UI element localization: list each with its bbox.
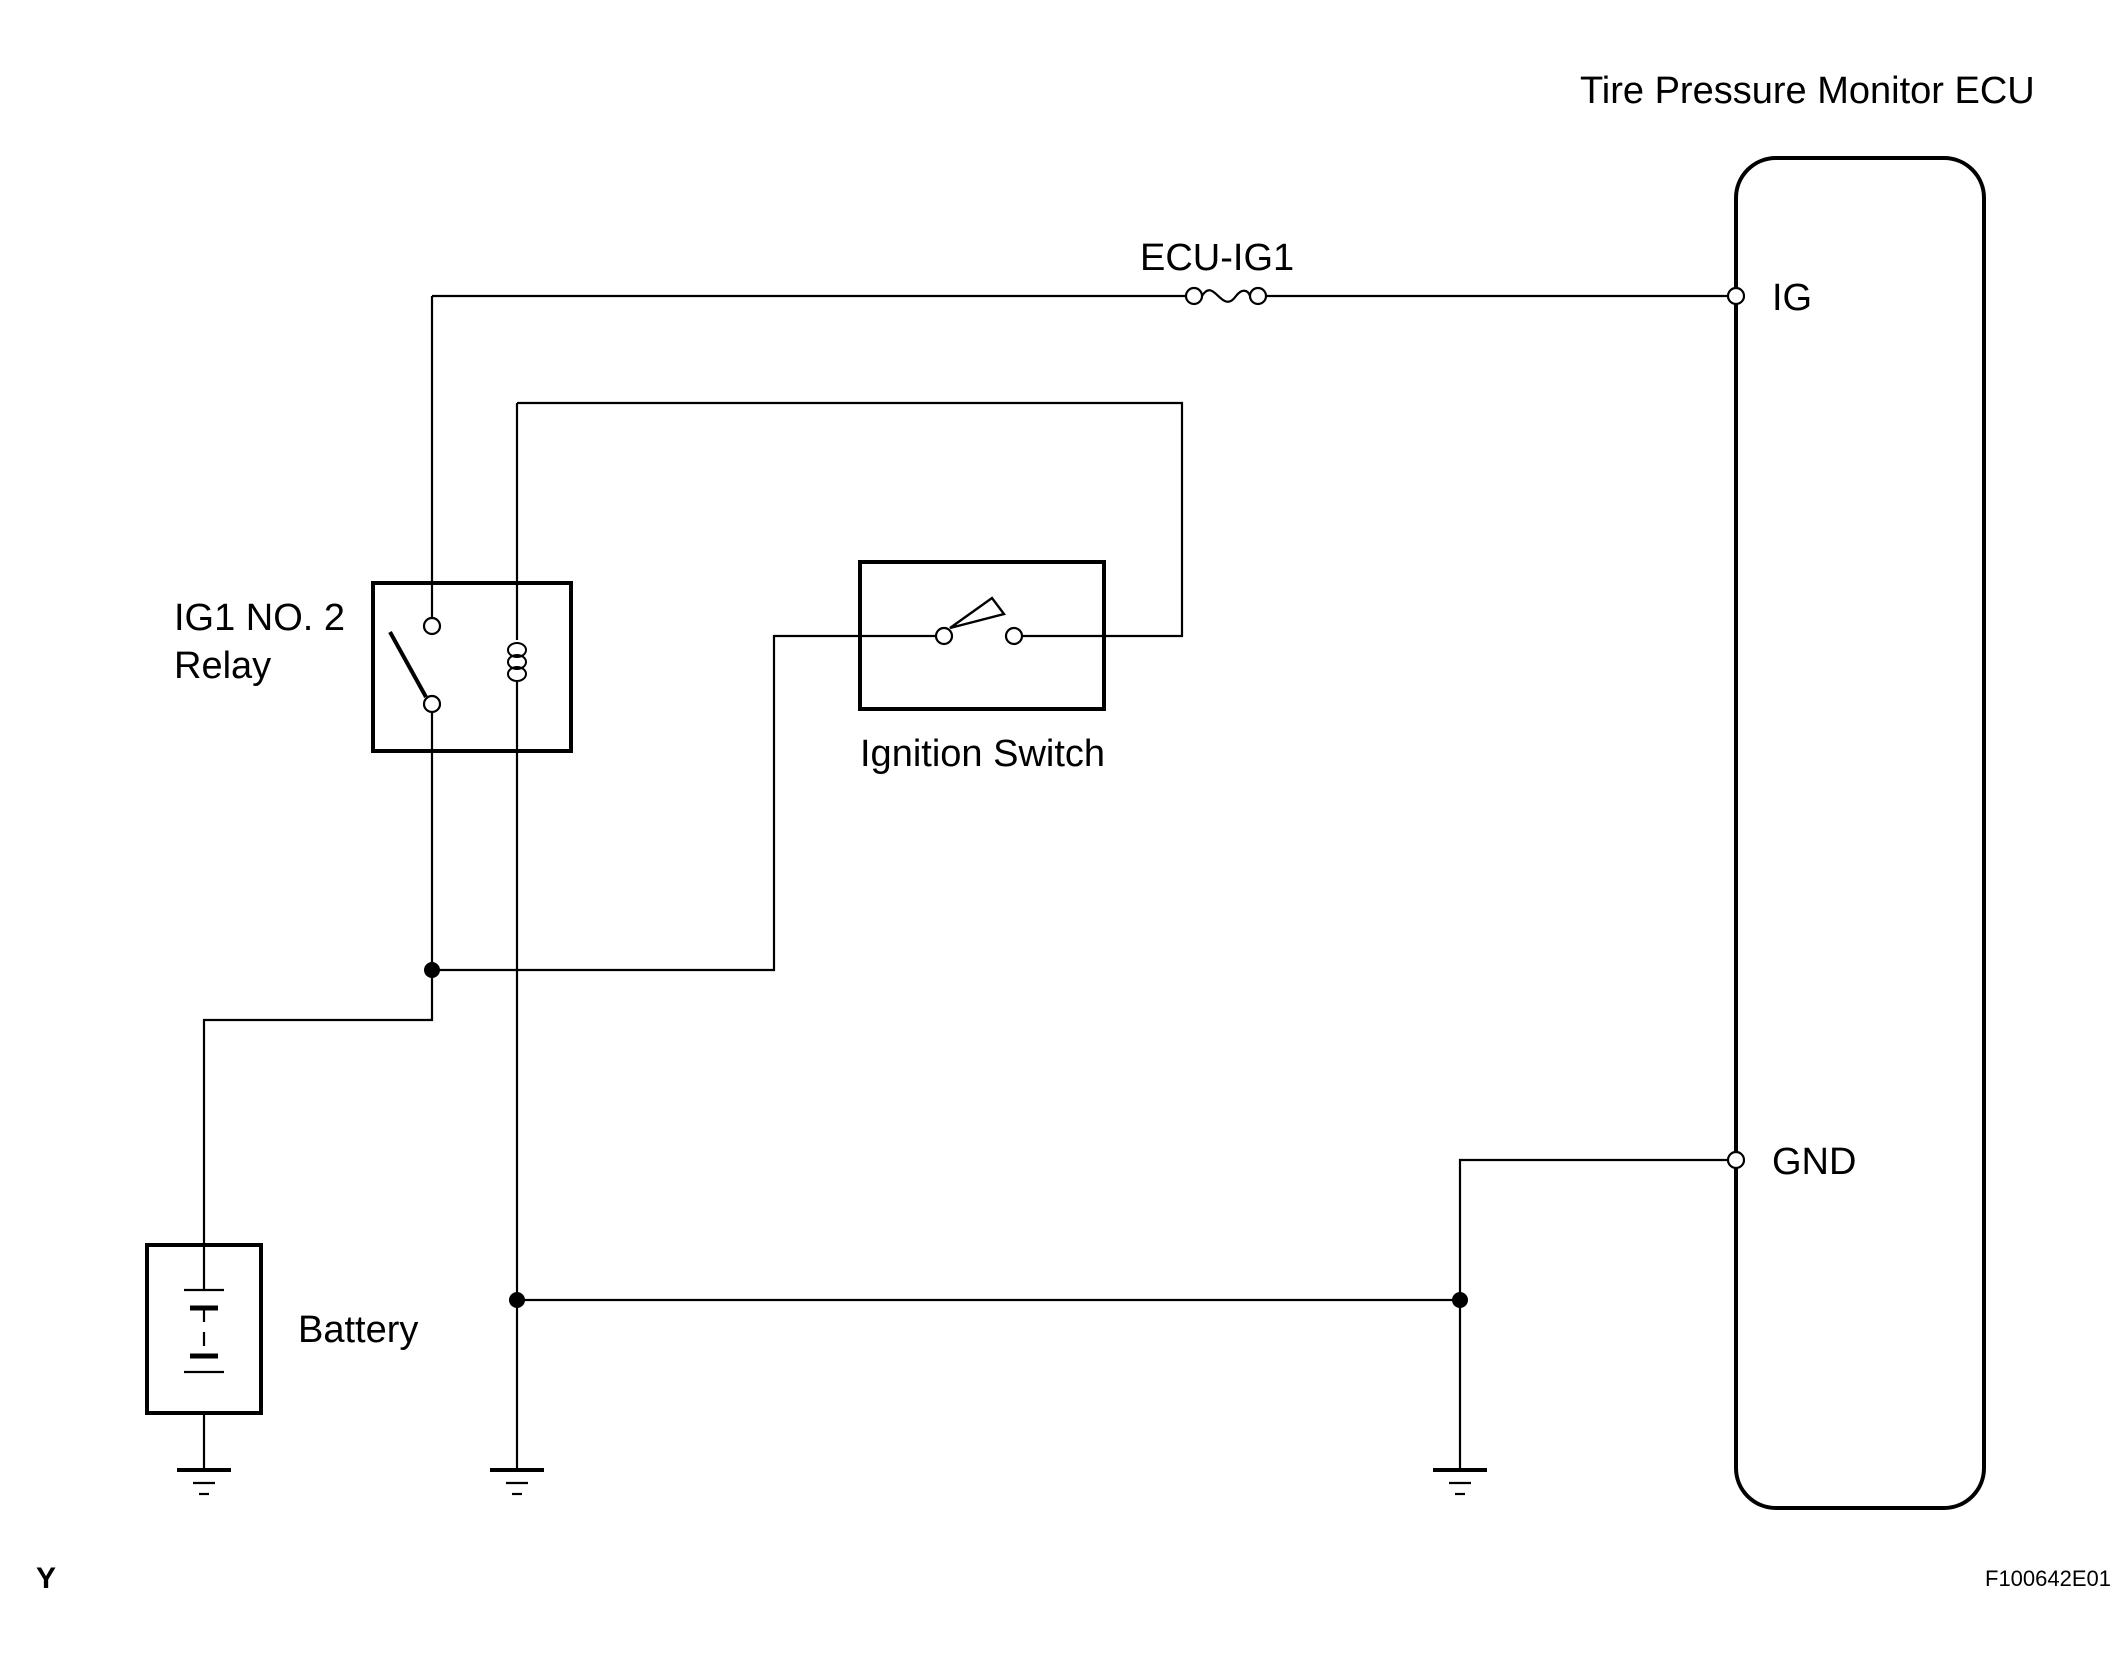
ignition-switch-arm: [949, 596, 1007, 630]
coil-ground-icon: [490, 1468, 544, 1496]
relay-contact-lower: [422, 694, 442, 714]
battery-cell-icon: [184, 1288, 224, 1374]
ignition-contact-right: [1004, 626, 1024, 646]
ecu-gnd-wire: [1458, 1158, 1728, 1468]
switch-feed-wire: [432, 634, 936, 972]
fuse-label: ECU-IG1: [1140, 237, 1294, 279]
relay-coil-icon: [507, 403, 527, 1300]
gnd-pin-terminal: [1726, 1150, 1746, 1170]
relay-switch-arm: [388, 631, 428, 698]
ig-pin-terminal: [1726, 286, 1746, 306]
coil-to-switch-wire: [517, 401, 1184, 638]
ignition-switch-label: Ignition Switch: [860, 733, 1105, 775]
ignition-contact-left: [934, 626, 954, 646]
ecu-body: [1734, 156, 1986, 1510]
junction-relay: [424, 962, 440, 978]
gnd-pin-label: GND: [1772, 1141, 1856, 1183]
figure-id: F100642E01: [1985, 1566, 2111, 1591]
relay-label-line1: IG1 NO. 2: [174, 597, 345, 639]
relay-box: [371, 581, 573, 753]
relay-label-line2: Relay: [174, 645, 271, 687]
battery-ground-icon: [177, 1468, 231, 1496]
ecu-ground-icon: [1433, 1468, 1487, 1496]
fuse-symbol: [1184, 286, 1268, 306]
corner-marker: Y: [36, 1562, 56, 1595]
battery-feed-wire: [202, 712, 434, 1290]
relay-contact-upper: [422, 616, 442, 636]
ig-pin-label: IG: [1772, 277, 1812, 319]
battery-label: Battery: [298, 1309, 418, 1351]
ecu-title: Tire Pressure Monitor ECU: [1580, 70, 2035, 112]
